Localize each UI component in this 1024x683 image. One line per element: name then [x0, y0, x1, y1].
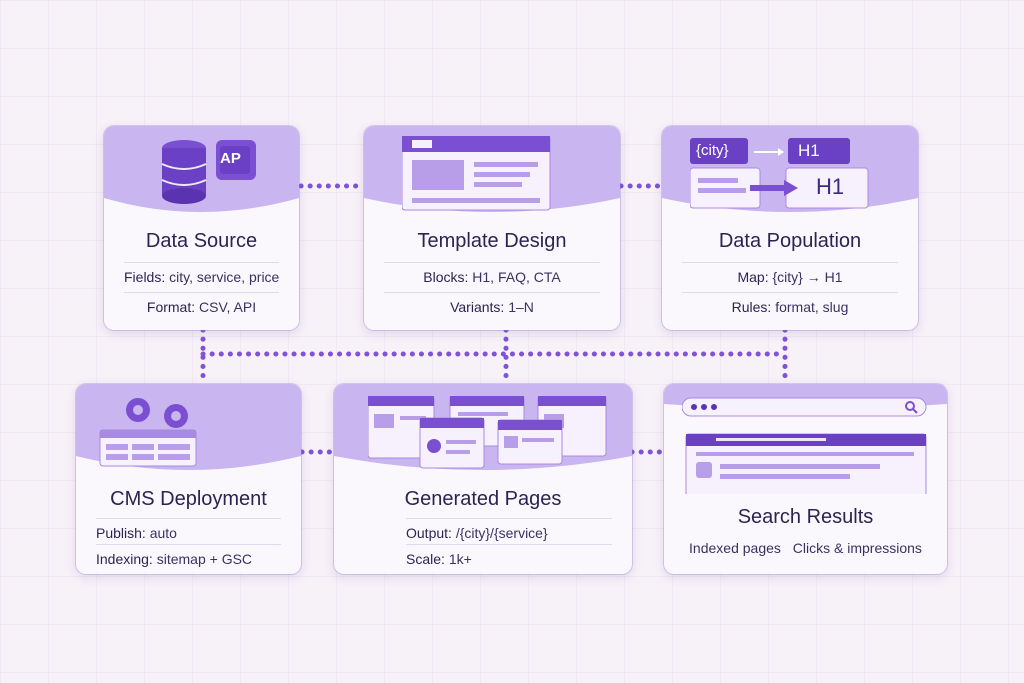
city-token: {city} — [696, 142, 729, 159]
generated-pages-icon — [368, 396, 607, 469]
card-data-source: AP Data Source Fields: city, service, pr… — [104, 126, 299, 330]
card-data-population: {city} H1 H1 Data Population Map: {city}… — [662, 126, 918, 330]
card-title: Template Design — [417, 230, 567, 252]
card-template-design: Template Design Blocks: H1, FAQ, CTA Var… — [364, 126, 620, 330]
metric-clicks-impressions: Clicks & impressions — [792, 540, 922, 556]
search-results-icon — [682, 397, 927, 494]
card-row-scale: Scale: 1k+ — [406, 544, 612, 567]
card-title: Generated Pages — [404, 488, 562, 510]
card-row-fields: Fields: city, service, price — [124, 262, 279, 285]
data-mapping-icon — [690, 138, 869, 209]
location-page — [419, 417, 485, 469]
card-search-results: Search Results Indexed pages Clicks & im… — [664, 384, 947, 574]
card-row-indexing: Indexing: sitemap + GSC — [96, 544, 281, 567]
card-title: CMS Deployment — [110, 488, 267, 510]
page-thumb — [368, 396, 435, 459]
card-title: Data Population — [718, 230, 862, 252]
cms-settings-icon — [99, 398, 197, 467]
database-icon — [161, 140, 256, 204]
card-row-publish: Publish: auto — [96, 518, 281, 541]
template-layout-icon — [402, 136, 551, 211]
card-row-format: Format: CSV, API — [124, 292, 279, 315]
card-row-map: Map: {city} → H1 — [682, 262, 898, 285]
card-title: Search Results — [737, 506, 874, 528]
h1-tag: H1 — [798, 141, 820, 160]
card-generated-pages: Generated Pages Output: /{city}/{service… — [334, 384, 632, 574]
card-row-output: Output: /{city}/{service} — [406, 518, 612, 541]
card-row-blocks: Blocks: H1, FAQ, CTA — [384, 262, 600, 285]
metric-indexed-pages: Indexed pages — [689, 540, 781, 556]
card-row-rules: Rules: format, slug — [682, 292, 898, 315]
search-icon — [905, 401, 915, 411]
search-bar — [682, 397, 927, 417]
card-row-variants: Variants: 1–N — [384, 292, 600, 315]
card-title: Data Source — [145, 230, 258, 252]
card-cms-deployment: CMS Deployment Publish: auto Indexing: s… — [76, 384, 301, 574]
api-badge-label: AP — [220, 150, 241, 167]
search-metrics: Indexed pages Clicks & impressions — [664, 540, 947, 556]
h1-heading: H1 — [816, 174, 845, 199]
